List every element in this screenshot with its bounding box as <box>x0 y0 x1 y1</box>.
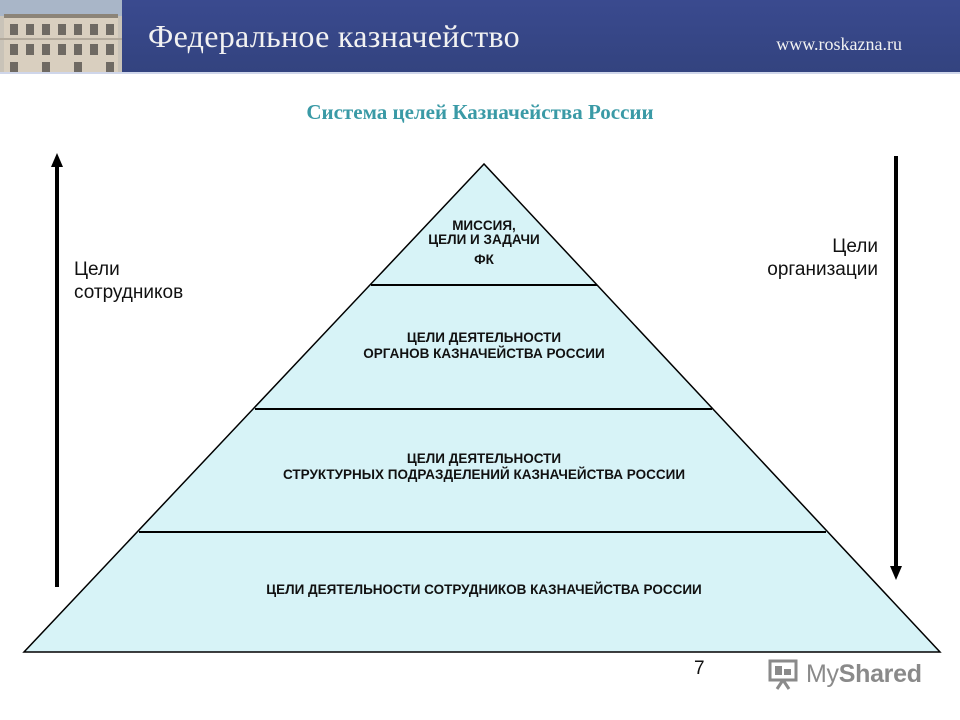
tier-mission: МИССИЯ, ЦЕЛИ И ЗАДАЧИ ФК <box>428 218 540 267</box>
employee-goals-label: Цели сотрудников <box>74 259 184 303</box>
watermark-my: My <box>806 660 839 688</box>
watermark-shared: Shared <box>838 660 922 688</box>
organization-title: Федеральное казначейство <box>148 18 520 54</box>
presentation-icon <box>768 659 798 690</box>
tier-structural-units: ЦЕЛИ ДЕЯТЕЛЬНОСТИ СТРУКТУРНЫХ ПОДРАЗДЕЛЕ… <box>282 451 686 482</box>
organization-goals-label: Цели организации <box>767 236 878 280</box>
website-url: www.roskazna.ru <box>776 34 902 54</box>
tier-employees: ЦЕЛИ ДЕЯТЕЛЬНОСТИ СОТРУДНИКОВ КАЗНАЧЕЙСТ… <box>266 582 702 597</box>
building-photo <box>0 0 122 72</box>
slide-title: Система целей Казначейства России <box>306 100 654 124</box>
up-arrow-icon <box>51 153 63 167</box>
tier-treasury-bodies: ЦЕЛИ ДЕЯТЕЛЬНОСТИ ОРГАНОВ КАЗНАЧЕЙСТВА Р… <box>363 330 605 361</box>
down-arrow-icon <box>890 566 902 580</box>
header-banner: Федеральное казначейство www.roskazna.ru <box>0 0 960 74</box>
page-number: 7 <box>694 658 705 679</box>
